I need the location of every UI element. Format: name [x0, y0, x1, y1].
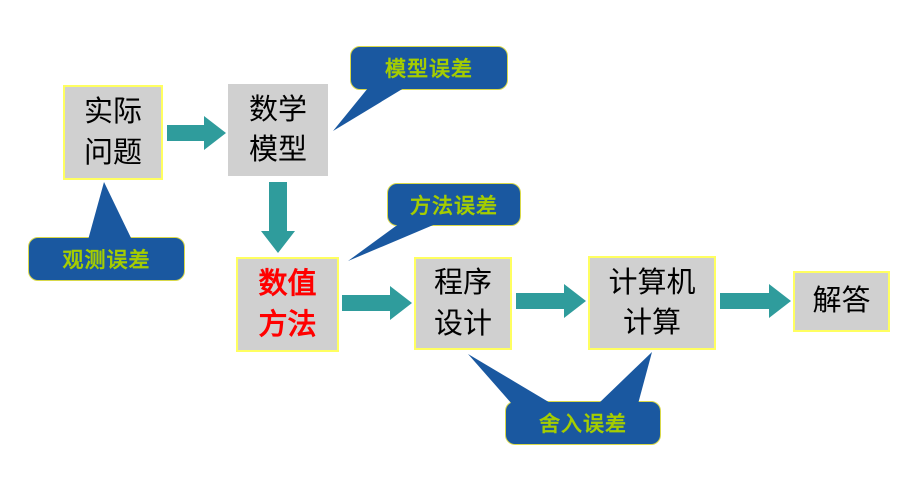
arrow-numerical-method-to-program-design [342, 286, 412, 320]
box-answer-line1: 解答 [812, 285, 871, 318]
arrow-computer-computation-to-answer [720, 284, 791, 318]
box-computer-computation-line2: 计算 [622, 307, 681, 339]
box-math-model-line2: 模型 [248, 134, 307, 166]
box-numerical-method: 数值 方法 [236, 257, 339, 352]
box-program-design-line2: 设计 [433, 307, 492, 340]
callout-model-error-label: 模型误差 [385, 58, 473, 81]
box-numerical-method-line2: 方法 [258, 308, 317, 341]
box-actual-problem-line2: 问题 [83, 136, 142, 169]
rounding-error-callout-tail-left [468, 354, 552, 404]
box-program-design: 程序 设计 [414, 257, 512, 350]
model-error-callout-tail [333, 88, 404, 131]
box-computer-computation: 计算机 计算 [588, 256, 716, 350]
arrow-program-design-to-computer-computation [516, 284, 586, 318]
callout-model-error: 模型误差 [350, 46, 508, 90]
method-error-callout-tail [348, 223, 438, 261]
callout-rounding-error-label: 舍入误差 [539, 413, 627, 436]
rounding-error-callout-tail-right [598, 352, 652, 404]
callout-observation-error-label: 观测误差 [62, 249, 151, 272]
callout-method-error-label: 方法误差 [410, 194, 498, 218]
box-answer: 解答 [793, 271, 890, 332]
observation-error-callout-tail [88, 182, 132, 240]
box-actual-problem-line1: 实际 [83, 96, 142, 129]
callout-method-error: 方法误差 [387, 183, 521, 226]
box-computer-computation-line1: 计算机 [608, 266, 696, 299]
box-actual-problem: 实际 问题 [63, 85, 163, 180]
arrow-math-model-to-numerical-method [261, 182, 295, 253]
box-program-design-line1: 程序 [433, 267, 492, 300]
box-math-model: 数学 模型 [228, 84, 328, 176]
box-numerical-method-line1: 数值 [258, 268, 317, 301]
callout-rounding-error: 舍入误差 [505, 401, 661, 445]
callout-observation-error: 观测误差 [28, 237, 185, 281]
arrow-actual-problem-to-math-model [167, 116, 226, 150]
box-math-model-line1: 数学 [248, 93, 307, 126]
